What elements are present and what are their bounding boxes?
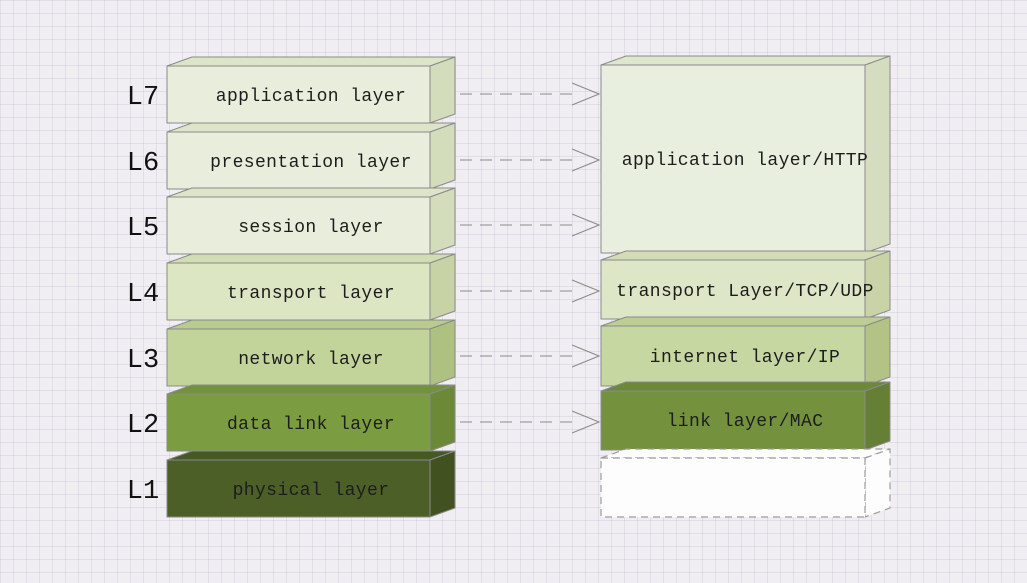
box-side-face <box>429 384 456 452</box>
tcpip-layer-transport: transport Layer/TCP/UDP <box>600 250 891 320</box>
osi-rank-label-l3: L3 <box>127 346 159 376</box>
box-top-face <box>166 450 456 461</box>
box-side-face <box>429 122 456 190</box>
osi-layer-l5: session layer <box>166 187 456 255</box>
box-side-face <box>429 187 456 255</box>
box-front-face <box>166 459 431 518</box>
box-front-face <box>166 65 431 124</box>
box-top-face <box>166 187 456 198</box>
mapping-arrow-l5-to-application <box>460 213 601 237</box>
box-top-face <box>166 56 456 67</box>
arrow-head <box>571 344 601 368</box>
mapping-arrow-l3-to-internet <box>460 344 601 368</box>
box-top-face <box>600 448 891 459</box>
box-side-face <box>864 55 891 254</box>
box-top-face <box>166 319 456 330</box>
arrow-head <box>571 82 601 106</box>
arrow-head <box>571 410 601 434</box>
box-top-face <box>166 122 456 133</box>
box-side-face <box>429 56 456 124</box>
osi-rank-label-l7: L7 <box>127 83 159 113</box>
tcpip-layer-label: link layer/MAC <box>667 412 824 432</box>
osi-layer-l1: physical layer <box>166 450 456 518</box>
osi-layer-label: data link layer <box>227 415 395 435</box>
box-side-face <box>429 450 456 518</box>
mapping-arrow-l2-to-link <box>460 410 601 434</box>
mapping-arrow-l7-to-application <box>460 82 601 106</box>
box-top-face <box>600 55 891 66</box>
box-front-face <box>600 457 866 518</box>
osi-layer-label: presentation layer <box>210 153 412 173</box>
tcpip-layer-empty-dashed <box>600 448 891 518</box>
osi-layer-l2: data link layer <box>166 384 456 452</box>
osi-layer-l3: network layer <box>166 319 456 387</box>
mapping-arrow-l6-to-application <box>460 148 601 172</box>
osi-rank-label-l2: L2 <box>127 411 159 441</box>
box-side-face <box>429 319 456 387</box>
tcpip-layer-label: transport Layer/TCP/UDP <box>616 282 874 302</box>
osi-layer-label: application layer <box>216 87 406 107</box>
box-top-face <box>600 250 891 261</box>
osi-layer-label: session layer <box>238 218 384 238</box>
tcpip-layer-internet: internet layer/IP <box>600 316 891 387</box>
box-top-face <box>166 253 456 264</box>
box-side-face <box>429 253 456 321</box>
box-top-face <box>166 384 456 395</box>
osi-layer-label: physical layer <box>233 481 390 501</box>
osi-layer-label: transport layer <box>227 284 395 304</box>
box-front-face <box>166 262 431 321</box>
tcpip-layer-label: internet layer/IP <box>650 348 840 368</box>
tcpip-layer-application: application layer/HTTP <box>600 55 891 254</box>
box-top-face <box>600 316 891 327</box>
box-top-face <box>600 381 891 392</box>
box-front-face <box>166 131 431 190</box>
arrow-head <box>571 148 601 172</box>
box-front-face <box>166 393 431 452</box>
arrow-head <box>571 279 601 303</box>
osi-layer-l6: presentation layer <box>166 122 456 190</box>
osi-rank-label-l5: L5 <box>127 214 159 244</box>
box-front-face <box>600 325 866 387</box>
osi-rank-label-l1: L1 <box>127 477 159 507</box>
box-front-face <box>166 196 431 255</box>
box-side-face <box>864 316 891 387</box>
mapping-arrow-l4-to-transport <box>460 279 601 303</box>
osi-rank-label-l6: L6 <box>127 149 159 179</box>
osi-layer-label: network layer <box>238 350 384 370</box>
tcpip-layer-label: application layer/HTTP <box>622 151 868 171</box>
tcpip-layer-link: link layer/MAC <box>600 381 891 451</box>
arrow-head <box>571 213 601 237</box>
osi-layer-l4: transport layer <box>166 253 456 321</box>
box-front-face <box>166 328 431 387</box>
osi-layer-l7: application layer <box>166 56 456 124</box>
box-side-face <box>864 448 891 518</box>
osi-rank-label-l4: L4 <box>127 280 159 310</box>
box-side-face <box>864 381 891 451</box>
box-front-face <box>600 64 866 254</box>
box-front-face <box>600 390 866 451</box>
box-front-face <box>600 259 866 320</box>
